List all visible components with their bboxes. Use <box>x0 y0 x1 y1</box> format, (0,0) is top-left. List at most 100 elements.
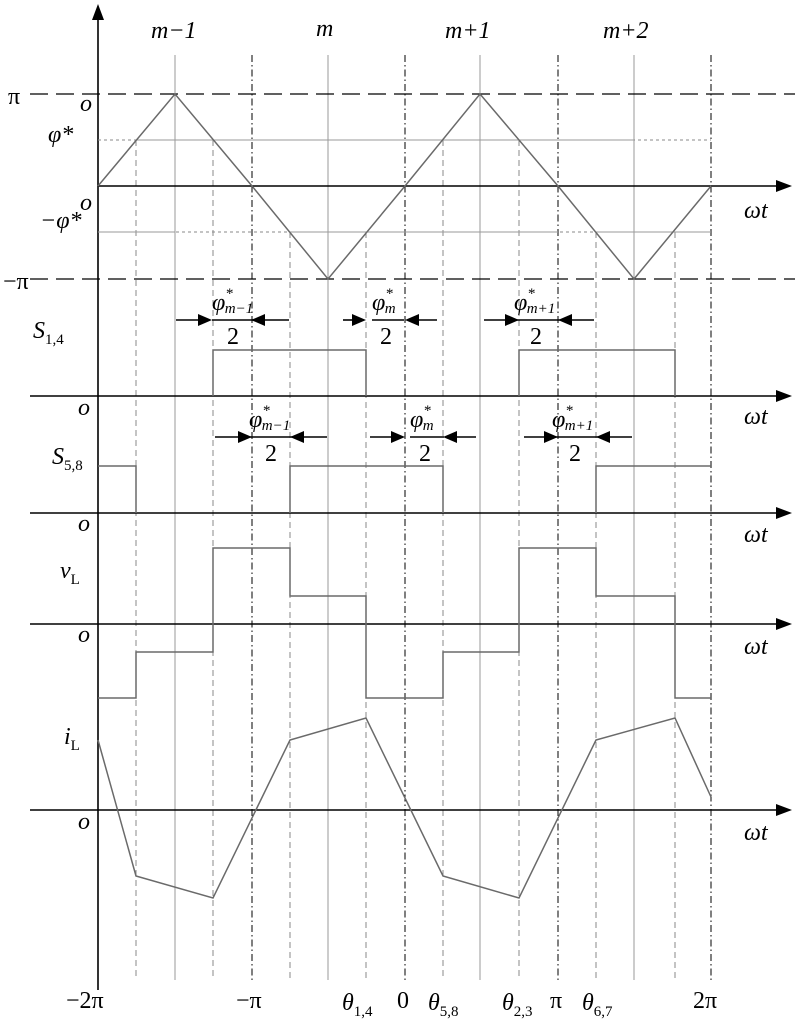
s58-axis-label: ωt <box>744 522 769 548</box>
vl-origin-label: o <box>78 622 90 648</box>
s14-label-sub: 1,4 <box>45 332 64 348</box>
period-label-3: m+1 <box>445 18 491 44</box>
phase-origin-label: o <box>80 91 92 117</box>
s58-origin-label: o <box>78 511 90 537</box>
il-labels: iL o ωt <box>64 724 769 846</box>
s14-width-1-phi: φ <box>212 290 225 316</box>
tick-theta-23: θ2,3 <box>502 990 533 1020</box>
triangle-carrier-wave <box>97 92 712 281</box>
tick-theta-23-sub: 2,3 <box>514 1004 533 1020</box>
s14-width-3-den: 2 <box>530 324 542 350</box>
vertical-axis-arrow <box>92 4 104 20</box>
vl-voltage-wave <box>98 547 711 699</box>
s14-pulse-1 <box>212 349 367 396</box>
s58-pulse-1 <box>289 465 444 513</box>
tick-theta-58-main: θ <box>428 990 440 1016</box>
s58-time-axis-arrow <box>776 507 792 519</box>
il-section <box>30 717 792 899</box>
vl-labels: vL o ωt <box>60 558 769 660</box>
s14-width-2-star: * <box>385 286 393 302</box>
s14-width-2-num: φ*m <box>372 286 396 317</box>
vl-section <box>30 547 792 699</box>
s14-width-2-phi: φ <box>372 290 385 316</box>
s14-width-1-star: * <box>225 286 233 302</box>
period-labels: m−1 m m+1 m+2 <box>151 16 649 44</box>
phase-section <box>30 92 795 281</box>
vl-time-axis-arrow <box>776 618 792 630</box>
s58-width-1-star: * <box>262 403 270 419</box>
phase-time-axis-arrow <box>776 180 792 192</box>
s14-pulse-2 <box>518 349 676 396</box>
s14-labels: S1,4 o ωt φ*m−1 2 φ*m 2 φ*m+1 2 <box>33 286 769 430</box>
s58-arrow-2-left-head <box>391 431 405 443</box>
s14-origin-label: o <box>78 395 90 421</box>
s58-width-3-phi: φ <box>552 407 565 433</box>
tick-theta-14-main: θ <box>342 990 354 1016</box>
s58-width-3-star: * <box>565 403 573 419</box>
s58-arrow-1-left-head <box>238 431 252 443</box>
vl-label-sub: L <box>71 572 80 588</box>
s58-label: S5,8 <box>52 444 83 474</box>
s14-arrow-3-right-head <box>558 314 572 326</box>
s14-label: S1,4 <box>33 318 64 348</box>
s58-label-sub: 5,8 <box>64 458 83 474</box>
s14-width-2-sub: m <box>385 301 396 317</box>
tick-theta-67-sub: 6,7 <box>594 1004 613 1020</box>
tick-neg-2pi: −2π <box>66 988 104 1014</box>
neg-pi-label: −π <box>3 269 29 295</box>
s14-axis-label: ωt <box>744 404 769 430</box>
s14-width-1-sub: m−1 <box>225 301 253 317</box>
tick-2pi: 2π <box>693 988 717 1014</box>
s14-arrow-3-left-head <box>505 314 519 326</box>
phase-origin-label-2: o <box>80 190 92 216</box>
s58-width-3-sub: m+1 <box>565 418 593 434</box>
il-label: iL <box>64 724 80 754</box>
s58-pulse-0 <box>98 465 137 513</box>
s58-width-3-num: φ*m+1 <box>552 403 593 434</box>
vl-label-main: v <box>60 558 71 584</box>
s58-label-main: S <box>52 444 64 470</box>
vl-axis-label: ωt <box>744 634 769 660</box>
s14-width-3-num: φ*m+1 <box>514 286 555 317</box>
peak-gridlines <box>174 55 635 980</box>
phase-axis-label: ωt <box>744 198 769 224</box>
s14-section <box>30 349 792 402</box>
s14-arrow-2-left-head <box>352 314 366 326</box>
phase-labels: π o φ* o −φ* −π ωt <box>3 84 769 295</box>
s58-width-1-num: φ*m−1 <box>249 403 290 434</box>
period-label-4: m+2 <box>603 18 649 44</box>
s58-pulse-2 <box>595 465 711 513</box>
s58-width-2-sub: m <box>423 418 434 434</box>
s58-arrow-2-right-head <box>443 431 457 443</box>
s58-width-2-num: φ*m <box>410 403 434 434</box>
s14-time-axis-arrow <box>776 390 792 402</box>
il-axis-label: ωt <box>744 820 769 846</box>
tick-zero: 0 <box>397 988 409 1014</box>
s58-arrow-1-right-head <box>290 431 304 443</box>
tick-theta-67-main: θ <box>582 990 594 1016</box>
tick-theta-58-sub: 5,8 <box>440 1004 459 1020</box>
tick-neg-pi: −π <box>236 988 262 1014</box>
tick-theta-67: θ6,7 <box>582 990 613 1020</box>
fraction-bars <box>212 319 598 438</box>
crossing-gridlines <box>251 55 712 980</box>
s14-label-main: S <box>33 318 45 344</box>
s58-labels: S5,8 o ωt φ*m−1 2 φ*m 2 φ*m+1 2 <box>52 403 769 548</box>
il-time-axis-arrow <box>776 804 792 816</box>
period-label-2: m <box>316 16 333 42</box>
tick-theta-14-sub: 1,4 <box>354 1004 373 1020</box>
period-label-1: m−1 <box>151 18 197 44</box>
s14-width-3-star: * <box>527 286 535 302</box>
s14-width-3-phi: φ <box>514 290 527 316</box>
s58-arrow-3-right-head <box>596 431 610 443</box>
s58-width-1-den: 2 <box>265 441 277 467</box>
phi-star-label: φ* <box>48 122 73 148</box>
vl-label: vL <box>60 558 80 588</box>
s14-width-arrows <box>176 314 594 326</box>
s14-width-2-den: 2 <box>380 324 392 350</box>
il-current-wave <box>97 717 712 899</box>
s58-width-1-sub: m−1 <box>262 418 290 434</box>
tick-theta-58: θ5,8 <box>428 990 459 1020</box>
s14-width-1-den: 2 <box>227 324 239 350</box>
